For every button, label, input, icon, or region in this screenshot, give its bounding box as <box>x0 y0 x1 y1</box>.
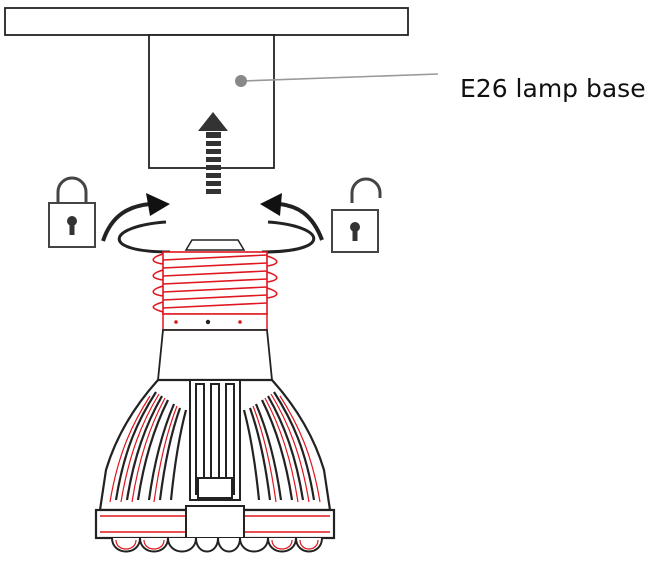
heat-sink-fins-right <box>242 391 316 501</box>
lens-scallops <box>111 537 323 553</box>
rotate-icon <box>260 193 324 254</box>
bulb-collar <box>162 313 268 331</box>
lock-icon <box>48 176 96 248</box>
unlock-icon <box>331 177 382 253</box>
bulb-contact-cap <box>184 239 246 251</box>
led-bulb <box>94 239 336 553</box>
bulb-neck <box>157 329 273 381</box>
heat-sink-fins-left <box>114 391 188 501</box>
lamp-base-socket <box>148 34 275 169</box>
screw-thread <box>152 251 278 315</box>
rotate-icon <box>101 193 171 254</box>
arrow-up-icon <box>198 112 228 194</box>
callout-leader <box>235 73 439 87</box>
ceiling-plate <box>4 7 409 36</box>
lamp-base-label: E26 lamp base <box>460 74 646 103</box>
center-spine <box>189 379 241 501</box>
